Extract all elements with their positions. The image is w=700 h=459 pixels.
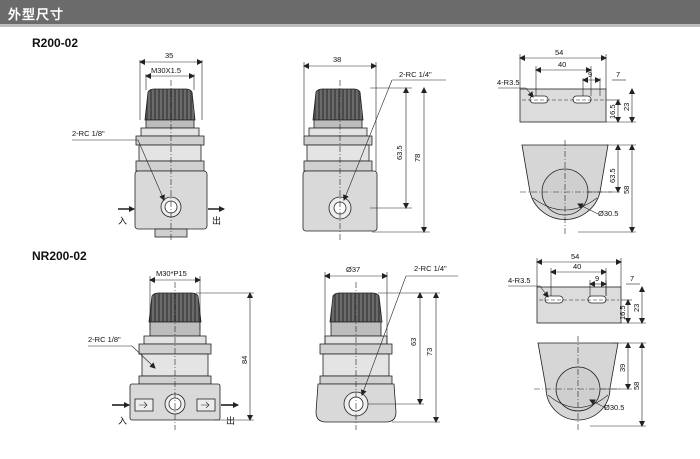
nr200-model-label: NR200-02 bbox=[32, 249, 87, 263]
nr200-bracket-w-slot: 40 bbox=[573, 262, 581, 271]
r200-in-label: 入 bbox=[118, 216, 127, 227]
nr200-front-view bbox=[88, 276, 254, 430]
r200-side-h2: 78 bbox=[413, 154, 422, 162]
nr200-bracket-w-inner: 9 bbox=[595, 274, 599, 283]
header-underline bbox=[0, 24, 700, 27]
r200-bracket-top-view bbox=[498, 54, 636, 123]
nr200-side-port: 2-RC 1/4" bbox=[414, 264, 447, 273]
section-title: 外型尺寸 bbox=[8, 8, 65, 23]
nr200-bracket-h-mount: 39 bbox=[618, 364, 627, 372]
r200-front-thread: M30X1.5 bbox=[151, 66, 181, 75]
nr200-bracket-h-small: 16.5 bbox=[618, 305, 627, 320]
r200-side-h1: 63.5 bbox=[395, 145, 404, 160]
r200-side-port: 2-RC 1/4" bbox=[399, 70, 432, 79]
r200-bracket-hole: 4-R3.5 bbox=[497, 78, 520, 87]
nr200-side-h1: 63 bbox=[409, 338, 418, 346]
nr200-bracket-dia: Ø30.5 bbox=[604, 403, 624, 412]
r200-bracket-w-slot: 40 bbox=[558, 60, 566, 69]
r200-side-width: 38 bbox=[333, 55, 341, 64]
r200-bracket-h-total: 23 bbox=[622, 103, 631, 111]
r200-model-label: R200-02 bbox=[32, 36, 78, 50]
r200-front-port: 2-RC 1/8" bbox=[72, 129, 105, 138]
nr200-front-port: 2-RC 1/8" bbox=[88, 335, 121, 344]
nr200-bracket-h-base: 58 bbox=[632, 382, 641, 390]
nr200-bracket-h-total: 23 bbox=[632, 304, 641, 312]
nr200-bracket-w-right: 7 bbox=[630, 274, 634, 283]
r200-bracket-w-inner: 9 bbox=[588, 70, 592, 79]
nr200-side-h2: 73 bbox=[425, 348, 434, 356]
r200-bracket-front-view bbox=[520, 140, 636, 235]
r200-bracket-w-total: 54 bbox=[555, 48, 563, 57]
nr200-out-label: 出 bbox=[226, 415, 235, 427]
r200-front-width: 35 bbox=[165, 51, 173, 60]
nr200-side-dia-top: Ø37 bbox=[346, 265, 360, 274]
nr200-bracket-hole: 4-R3.5 bbox=[508, 276, 531, 285]
r200-bracket-dia: Ø30.5 bbox=[598, 209, 618, 218]
nr200-in-label: 入 bbox=[118, 416, 127, 427]
r200-front-view bbox=[72, 59, 225, 240]
r200-bracket-h-mount: 63.5 bbox=[608, 168, 617, 183]
nr200-bracket-w-total: 54 bbox=[571, 252, 579, 261]
r200-side-view bbox=[302, 62, 446, 240]
nr200-front-height: 84 bbox=[240, 356, 249, 364]
r200-bracket-h-base: 58 bbox=[622, 186, 631, 194]
nr200-bracket-top-view bbox=[508, 258, 646, 324]
section-header: 外型尺寸 bbox=[0, 0, 700, 24]
nr200-side-view bbox=[315, 272, 458, 430]
r200-bracket-w-right: 7 bbox=[616, 70, 620, 79]
r200-out-label: 出 bbox=[212, 215, 221, 227]
nr200-bracket-front-view bbox=[534, 336, 646, 430]
nr200-front-thread: M30*P15 bbox=[156, 269, 187, 278]
r200-bracket-h-small: 16.5 bbox=[608, 104, 617, 119]
